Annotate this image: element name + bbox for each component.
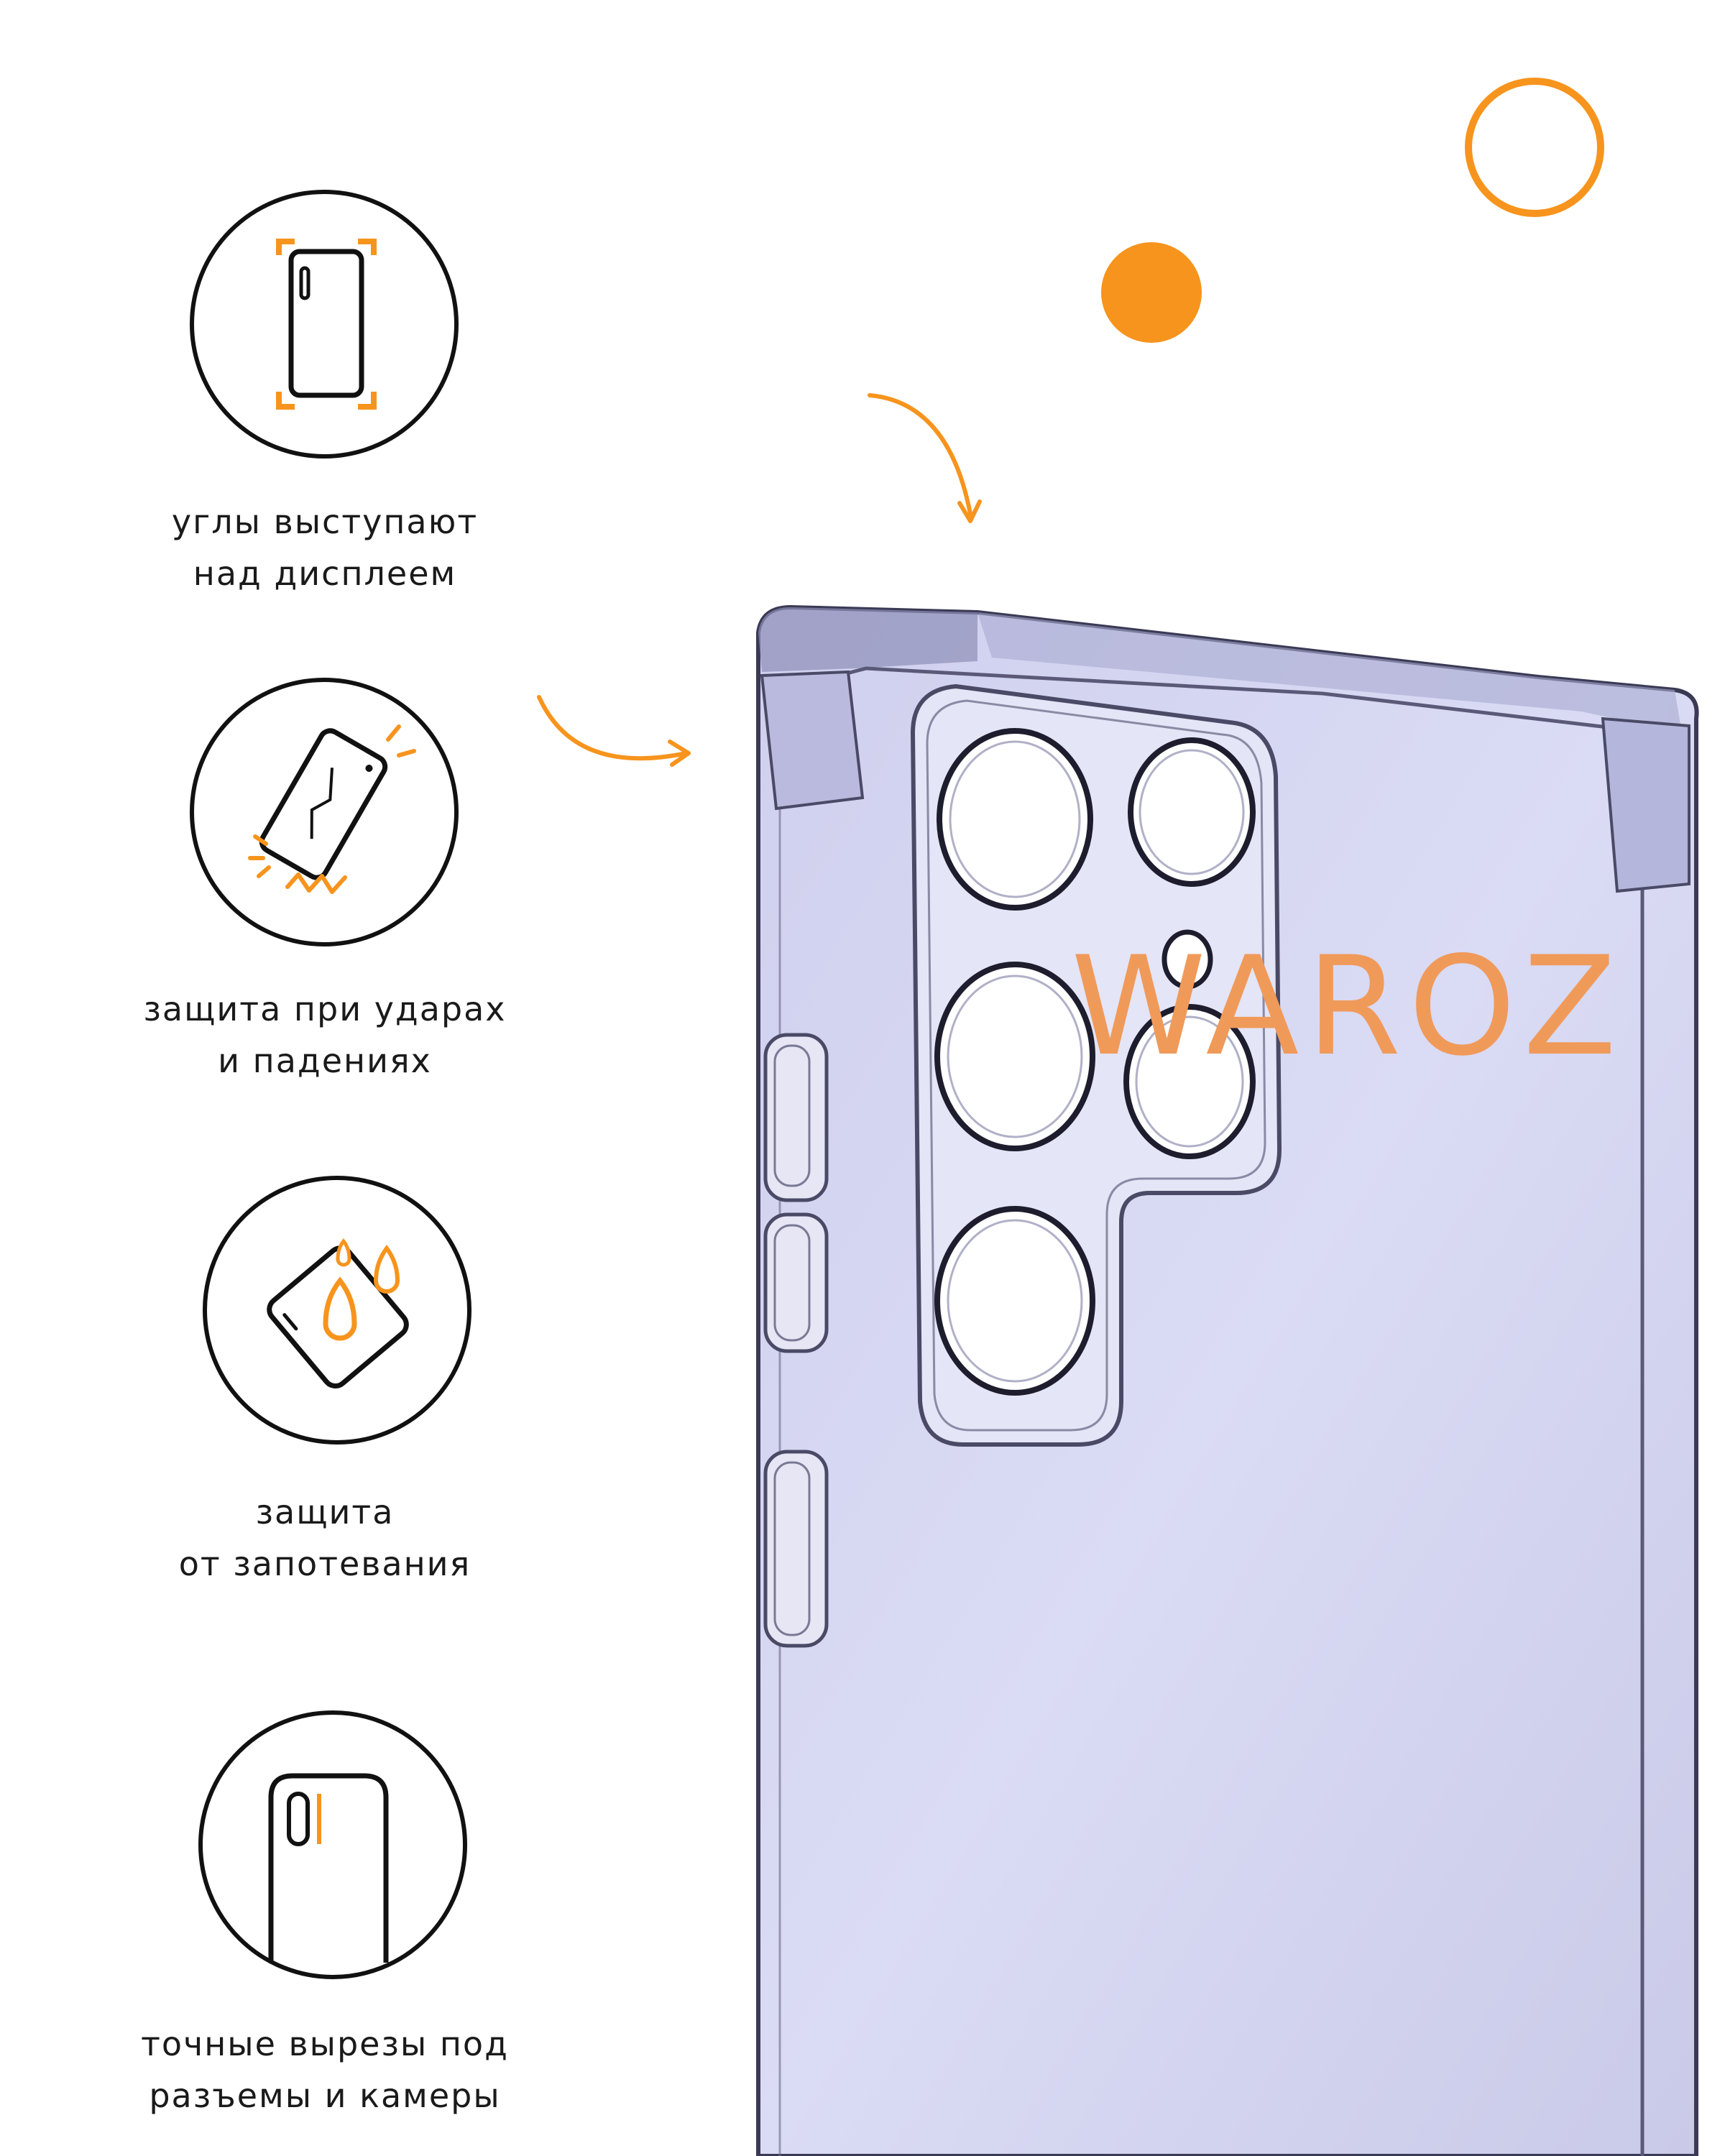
feature-caption-cutouts: точные вырезы под разъемы и камеры bbox=[109, 2018, 540, 2122]
feature-caption-line: точные вырезы под bbox=[141, 2024, 509, 2063]
feature-caption-line: от запотевания bbox=[178, 1544, 472, 1583]
feature-caption-line: разъемы и камеры bbox=[149, 2076, 501, 2115]
arrow-down-icon bbox=[868, 393, 982, 523]
feature-caption-line: и падениях bbox=[218, 1041, 432, 1080]
arrow-right-icon bbox=[537, 695, 691, 767]
decor-ring bbox=[1465, 78, 1604, 217]
phone-camera-cutout-icon bbox=[198, 1710, 467, 1979]
brand-watermark: WAROZ bbox=[1071, 927, 1624, 1086]
feature-caption-line: углы выступают bbox=[171, 502, 479, 541]
feature-caption-corners: углы выступают над дисплеем bbox=[109, 496, 540, 599]
phone-impact-icon bbox=[190, 678, 459, 946]
feature-caption-line: защита при ударах bbox=[143, 990, 507, 1028]
feature-caption-fog: защита от запотевания bbox=[109, 1486, 540, 1590]
feature-caption-line: над дисплеем bbox=[193, 554, 457, 593]
feature-caption-impact: защита при ударах и падениях bbox=[109, 983, 540, 1087]
decor-dot bbox=[1101, 242, 1202, 343]
feature-caption-line: защита bbox=[255, 1493, 395, 1531]
phone-drops-icon bbox=[203, 1176, 472, 1445]
phone-corners-icon bbox=[190, 190, 459, 459]
